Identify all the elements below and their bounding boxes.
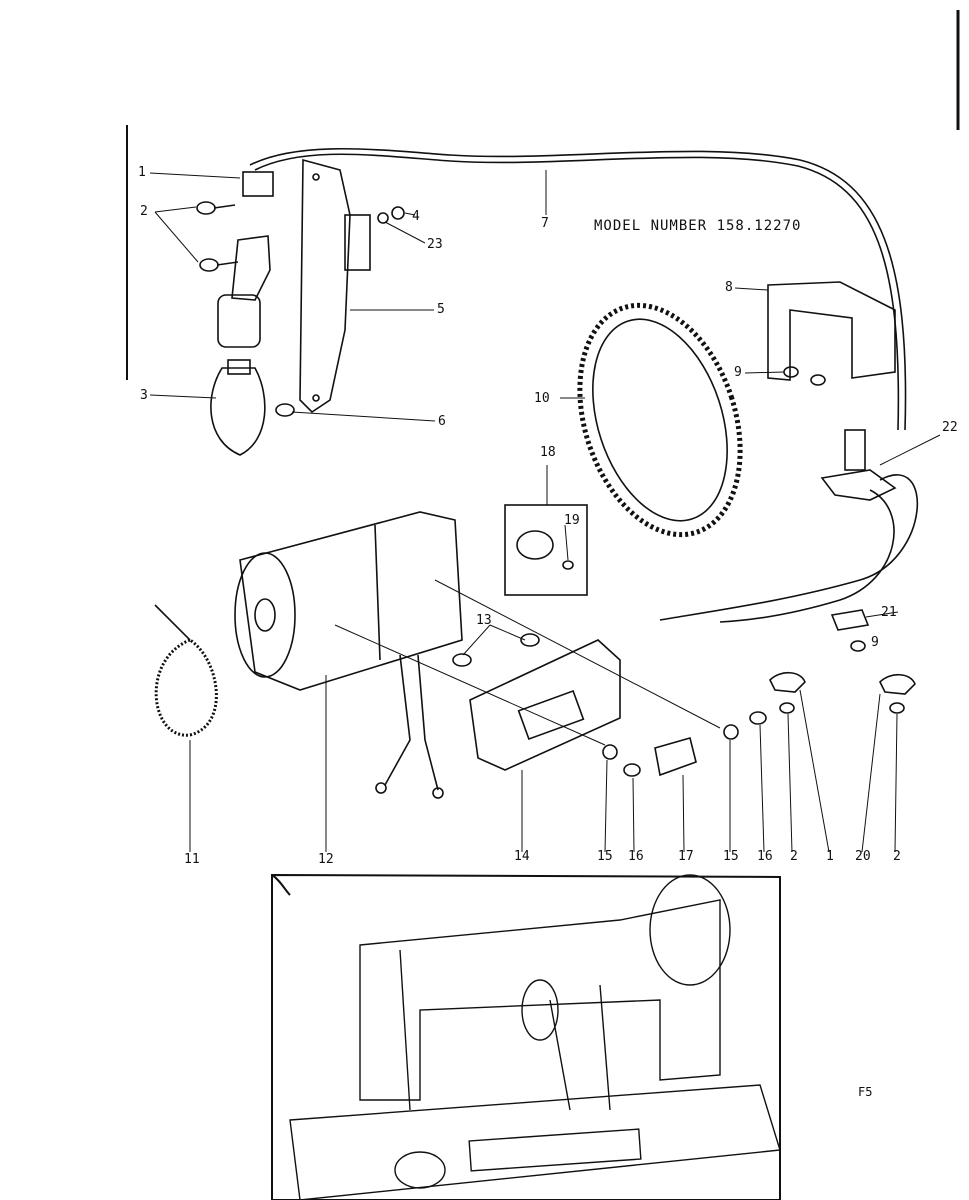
screw-2b [199, 258, 219, 272]
motor-12 [239, 511, 463, 691]
clip-20 [879, 673, 916, 695]
callout-14: 14 [514, 849, 530, 864]
washer-15a [602, 744, 618, 760]
screw-13b [520, 633, 540, 647]
mount-bracket-14 [469, 639, 621, 771]
lamp-socket [217, 294, 261, 348]
drive-belt-10 [577, 302, 743, 538]
callout-2: 2 [140, 204, 148, 219]
socket-bracket [231, 235, 271, 301]
switch-22 [820, 469, 897, 501]
callout-23: 23 [427, 237, 443, 252]
switch-cord [659, 474, 919, 621]
pulley-box-18 [504, 504, 588, 596]
callout-16: 16 [628, 849, 644, 864]
screw-16b [749, 711, 767, 725]
callout-9: 9 [734, 365, 742, 380]
lamp-bulb-3 [210, 367, 266, 456]
screw-13a [452, 653, 472, 667]
terminal-block-1 [242, 171, 274, 197]
set-screw-19 [562, 560, 574, 570]
callout-16: 16 [757, 849, 773, 864]
plate-21 [830, 609, 870, 631]
rubber-17 [654, 737, 697, 777]
page-id: F5 [858, 1085, 873, 1099]
motor-bracket-8 [767, 281, 896, 381]
motor-pulley [516, 530, 554, 560]
callout-1: 1 [138, 165, 146, 180]
sewing-machine-photo [289, 874, 781, 1200]
cord-7b [254, 153, 900, 431]
callout-15: 15 [597, 849, 613, 864]
washer-23 [377, 212, 389, 224]
screw-2a [196, 201, 216, 215]
cord-7 [249, 147, 907, 431]
washer-15b [723, 724, 739, 740]
callout-13: 13 [476, 613, 492, 628]
clip-1 [769, 671, 806, 693]
switch-block [344, 214, 371, 271]
cord-loop-11 [154, 638, 218, 737]
screw-2c [779, 702, 795, 714]
callout-19: 19 [564, 513, 580, 528]
callout-8: 8 [725, 280, 733, 295]
callout-4: 4 [412, 209, 420, 224]
face-plate-5 [299, 158, 351, 414]
photo-frame [271, 873, 781, 1200]
callout-1: 1 [826, 849, 834, 864]
callout-5: 5 [437, 302, 445, 317]
callout-3: 3 [140, 388, 148, 403]
callout-17: 17 [678, 849, 694, 864]
motor-end-cap [234, 552, 296, 678]
callout-21: 21 [881, 605, 897, 620]
nut-4 [391, 206, 405, 220]
callout-20: 20 [855, 849, 871, 864]
screw-16a [623, 763, 641, 777]
callout-10: 10 [534, 391, 550, 406]
screw-9a [783, 366, 799, 378]
callout-11: 11 [184, 852, 200, 867]
callout-9: 9 [871, 635, 879, 650]
callout-12: 12 [318, 852, 334, 867]
callout-2: 2 [790, 849, 798, 864]
screw-6 [275, 403, 295, 417]
screw-9c [850, 640, 866, 652]
model-number: MODEL NUMBER 158.12270 [594, 218, 802, 234]
callout-18: 18 [540, 445, 556, 460]
lamp-base [227, 359, 251, 375]
callout-15: 15 [723, 849, 739, 864]
callout-6: 6 [438, 414, 446, 429]
callout-2: 2 [893, 849, 901, 864]
motor-leads [384, 654, 439, 791]
screw-9b [810, 374, 826, 386]
callout-22: 22 [942, 420, 958, 435]
screw-2d [889, 702, 905, 714]
callout-7: 7 [541, 216, 549, 231]
